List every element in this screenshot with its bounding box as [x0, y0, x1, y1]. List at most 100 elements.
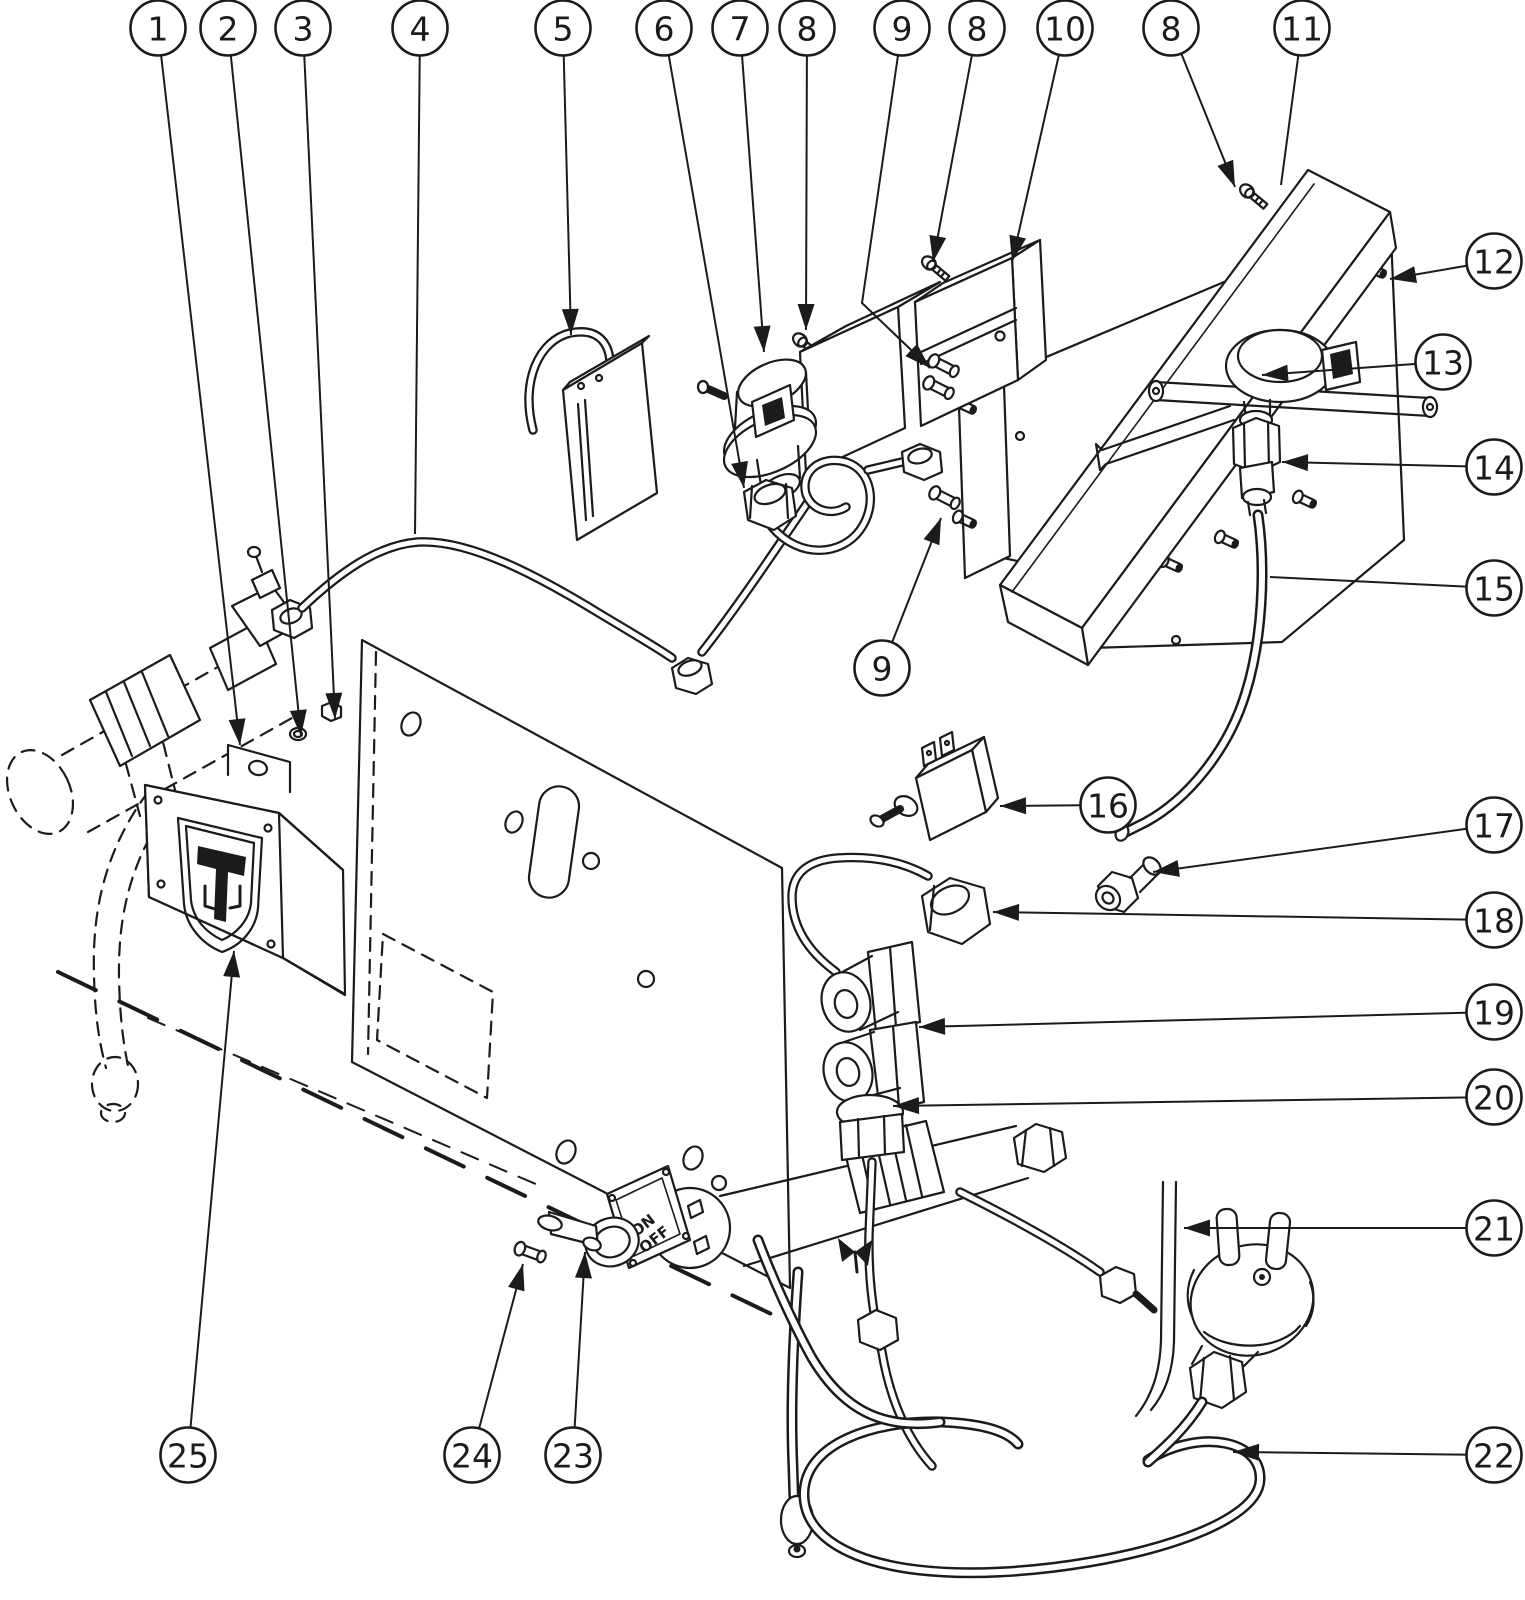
- callout-21: 21: [1184, 1199, 1523, 1257]
- callout-number: 5: [553, 10, 574, 49]
- callout-circle: [544, 1426, 602, 1484]
- callout-circle: [873, 0, 931, 57]
- down-pipe: [838, 1162, 932, 1466]
- inlet-pipe: [302, 542, 714, 696]
- callout-number: 2: [218, 10, 239, 49]
- leader-arrowhead: [919, 1017, 946, 1035]
- callout-circle: [159, 1426, 217, 1484]
- micro-switch: [869, 730, 1000, 842]
- callout-circle: [1465, 1068, 1523, 1126]
- callout-circle: [1465, 438, 1523, 496]
- callout-number: 14: [1473, 449, 1515, 488]
- washer: [288, 726, 308, 742]
- leader-arrowhead: [753, 325, 771, 352]
- leader-arrowhead: [929, 234, 947, 262]
- mounting-bracket-tab: [226, 743, 292, 794]
- panel-slot: [527, 785, 581, 899]
- callout-number: 12: [1473, 243, 1515, 282]
- callout-circle: [391, 0, 449, 57]
- callout-16: 16: [999, 776, 1137, 834]
- chassis-phantom-lines: [56, 970, 790, 1324]
- callout-7: 7: [711, 0, 771, 353]
- callout-number: 20: [1473, 1079, 1515, 1118]
- leader-arrowhead: [905, 343, 930, 368]
- switch-terminal: [686, 1198, 711, 1256]
- callout-circle: [199, 0, 257, 57]
- callout-number: 9: [892, 10, 913, 49]
- callout-number: 6: [654, 10, 675, 49]
- leader-arrowhead: [508, 1264, 525, 1292]
- leader-arrowhead: [223, 951, 241, 978]
- callout-23: 23: [544, 1251, 602, 1484]
- pipe-union-nut: [856, 1308, 900, 1352]
- callout-number: 17: [1473, 807, 1515, 846]
- machine-screw: [1236, 180, 1271, 213]
- callout-circle: [274, 0, 332, 57]
- leader-arrowhead: [1390, 266, 1418, 283]
- panel-hole: [581, 851, 601, 871]
- callout-20: 20: [892, 1068, 1523, 1126]
- callout-circle: [1465, 232, 1523, 290]
- leader-arrowhead: [893, 1097, 920, 1115]
- callout-circle: [1465, 983, 1523, 1041]
- pipe-union-nut: [670, 656, 714, 696]
- callout-22: 22: [1232, 1426, 1523, 1484]
- callout-circle: [129, 0, 187, 57]
- power-plug: [1148, 1207, 1315, 1462]
- callout-number: 1: [148, 10, 169, 49]
- back-panel: [350, 638, 792, 1290]
- plug-pin: [1264, 1211, 1292, 1271]
- vacuum-valve-cap: [696, 358, 818, 502]
- callout-circle: [1465, 559, 1523, 617]
- valve-block: [798, 280, 942, 476]
- leader-arrowhead: [1184, 1219, 1210, 1237]
- callout-circle: [635, 0, 693, 57]
- callout-18: 18: [992, 891, 1523, 949]
- callout-8: 8: [778, 0, 836, 331]
- group-head-solid-collars: [88, 545, 314, 768]
- leader-arrowhead: [797, 303, 815, 330]
- callout-number: 23: [552, 1437, 594, 1476]
- callout-8: 8: [1142, 0, 1236, 188]
- callout-circle: [1036, 0, 1094, 57]
- callout-number: 10: [1044, 10, 1086, 49]
- callout-5: 5: [534, 0, 592, 336]
- leader-arrowhead: [993, 903, 1020, 921]
- gland-nut: [838, 1112, 906, 1162]
- panel-dashed-cutout: [375, 932, 495, 1100]
- callout-13: 13: [1261, 333, 1472, 391]
- compression-fitting: [1231, 398, 1282, 517]
- callout-number: 7: [730, 10, 751, 49]
- pressure-switch: [1094, 328, 1439, 472]
- callout-number: 19: [1473, 994, 1515, 1033]
- leader-arrowhead: [1233, 1443, 1260, 1461]
- callout-circle: [1414, 333, 1472, 391]
- callout-number: 8: [1161, 10, 1182, 49]
- panel-hole: [710, 1174, 728, 1192]
- leader-arrowhead: [574, 1252, 592, 1279]
- callout-number: 18: [1473, 902, 1515, 941]
- panel-hole: [400, 711, 422, 737]
- leader-arrowhead: [1282, 454, 1309, 472]
- callout-circle: [1079, 776, 1137, 834]
- t-shield-logo: [176, 816, 264, 954]
- callout-14: 14: [1281, 438, 1523, 496]
- callout-1: 1: [129, 0, 246, 746]
- power-cable: [758, 1180, 1260, 1573]
- steam-wand: [92, 790, 150, 1070]
- leader-arrowhead: [731, 460, 748, 488]
- hose-fitting: [1094, 856, 1162, 914]
- callout-circle: [948, 0, 1006, 57]
- bent-pipe-18: [792, 858, 992, 972]
- logo-plate: [143, 700, 347, 997]
- callout-17: 17: [1152, 796, 1523, 877]
- callout-9: 9: [860, 0, 931, 369]
- callout-24: 24: [443, 1263, 525, 1484]
- callout-15: 15: [1269, 559, 1523, 617]
- callout-number: 15: [1473, 570, 1515, 609]
- callout-19: 19: [918, 983, 1523, 1041]
- pipe-union-nut: [900, 442, 944, 482]
- callout-2: 2: [199, 0, 307, 737]
